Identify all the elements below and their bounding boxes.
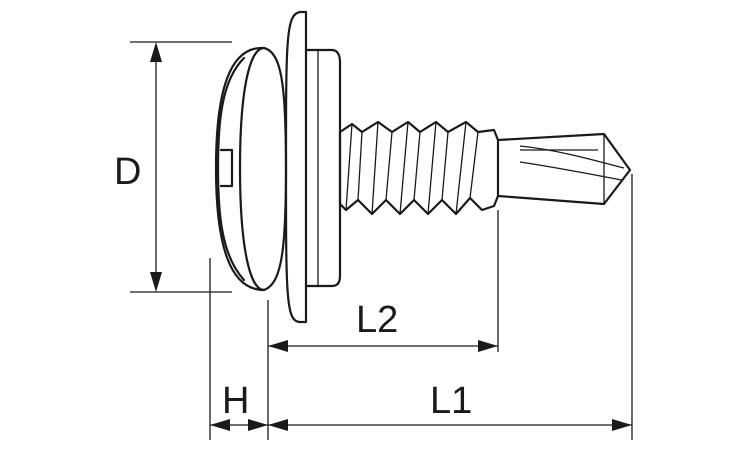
- label-d: D: [114, 151, 141, 193]
- neck: [304, 48, 342, 288]
- drill-tip: [496, 132, 632, 206]
- dimensions: D L2 H L1: [114, 41, 633, 440]
- screw: [214, 10, 632, 324]
- dimension-l2: L2: [268, 299, 498, 352]
- dimension-h: H: [210, 380, 268, 431]
- thread-section: [338, 120, 500, 216]
- label-l2: L2: [356, 299, 398, 341]
- screw-head: [214, 46, 266, 292]
- dimension-l1: L1: [268, 380, 632, 431]
- label-l1: L1: [430, 380, 472, 422]
- head-flange: [284, 10, 308, 324]
- label-h: H: [222, 380, 249, 422]
- washer: [238, 46, 288, 292]
- dimension-d: D: [114, 42, 162, 292]
